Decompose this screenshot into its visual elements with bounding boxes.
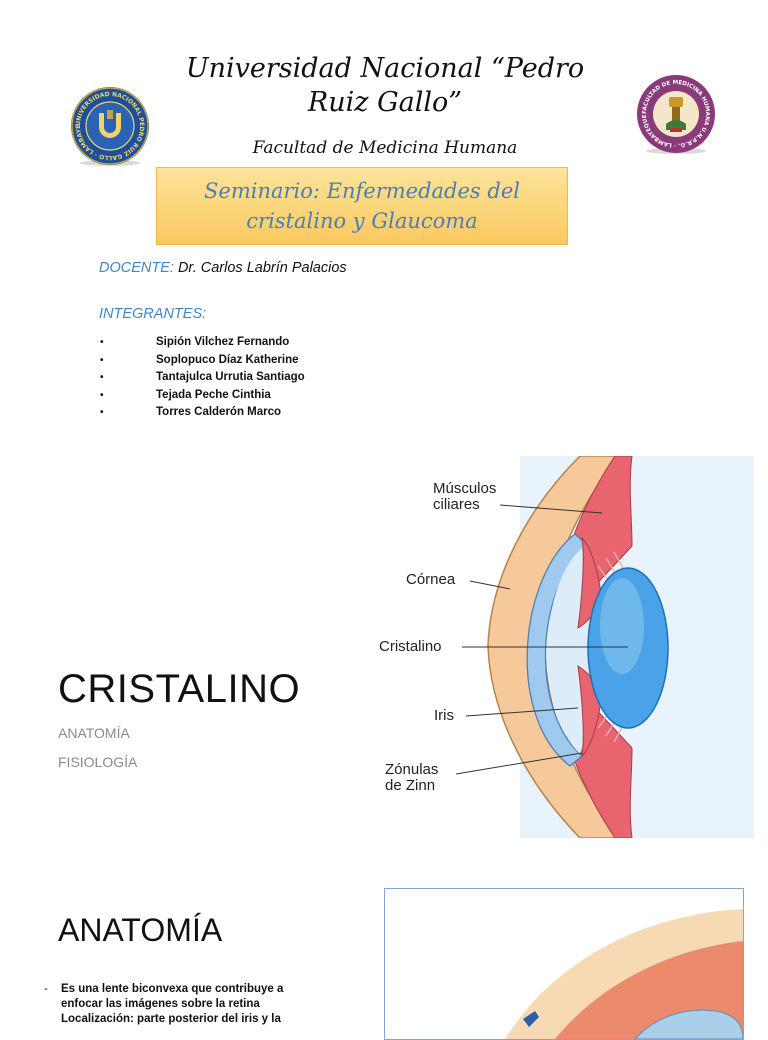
- label-musculos-ciliares: Músculos ciliares: [433, 481, 496, 513]
- member-name: Torres Calderón Marco: [156, 406, 282, 418]
- faculty-name: Facultad de Medicina Humana: [252, 138, 518, 158]
- label-iris: Iris: [434, 707, 454, 724]
- university-title-line1: Universidad Nacional “Pedro: [185, 53, 585, 84]
- anatomia-line2: enfocar las imágenes sobre la retina: [61, 998, 260, 1010]
- topic-fisiologia: FISIOLOGÍA: [58, 754, 138, 770]
- seminar-title-box: Seminario: Enfermedades del cristalino y…: [156, 167, 568, 245]
- member-name: Tantajulca Urrutia Santiago: [156, 371, 305, 383]
- label-zonulas-line1: Zónulas: [385, 761, 439, 778]
- docente-name: Dr. Carlos Labrín Palacios: [177, 260, 347, 276]
- bullet: •: [100, 372, 104, 383]
- docente-label: DOCENTE:: [99, 260, 174, 276]
- cristalino-title: CRISTALINO: [58, 667, 301, 711]
- anatomy-image: [384, 888, 744, 1040]
- topic-anatomia: ANATOMÍA: [58, 725, 130, 741]
- label-zonulas-line2: de Zinn: [385, 777, 436, 794]
- university-title-line2: Ruiz Gallo”: [307, 87, 463, 118]
- anatomia-title: ANATOMÍA: [58, 912, 223, 948]
- member-name: Sipión Vilchez Fernando: [156, 336, 290, 348]
- docente-line: DOCENTE: Dr. Carlos Labrín Palacios: [99, 260, 347, 276]
- label-zonulas: Zónulas de Zinn: [385, 762, 438, 794]
- anatomia-line1: Es una lente biconvexa que contribuye a: [61, 983, 284, 995]
- anatomia-text: - Es una lente biconvexa que contribuye …: [44, 982, 334, 1027]
- integrantes-label: INTEGRANTES:: [99, 306, 207, 322]
- member-name: Soplopuco Díaz Katherine: [156, 353, 299, 366]
- anatomia-line3: Localización: parte posterior del iris y…: [61, 1013, 281, 1025]
- dash-bullet: -: [44, 983, 48, 995]
- label-musculos-line1: Músculos: [433, 480, 497, 497]
- member-name: Tejada Peche Cinthia: [156, 388, 271, 401]
- label-cornea: Córnea: [406, 571, 456, 588]
- seminar-title: Seminario: Enfermedades del cristalino y…: [204, 179, 520, 233]
- bullet: •: [100, 337, 104, 348]
- label-musculos-line2: ciliares: [433, 496, 480, 513]
- eye-lens-diagram: Músculos ciliares Córnea Cristalino Iris…: [370, 455, 754, 839]
- label-cristalino: Cristalino: [379, 638, 442, 655]
- university-title: Universidad Nacional “Pedro Ruiz Gallo”: [150, 52, 620, 120]
- university-seal-icon: UNIVERSIDAD NACIONAL PEDRO RUIZ GALLO · …: [70, 86, 150, 166]
- bullet: •: [100, 354, 104, 366]
- faculty-seal-icon: FACULTAD DE MEDICINA HUMANA U.N.P.R.G. ·…: [636, 74, 716, 154]
- bullet: •: [100, 407, 104, 418]
- bullet: •: [100, 389, 104, 401]
